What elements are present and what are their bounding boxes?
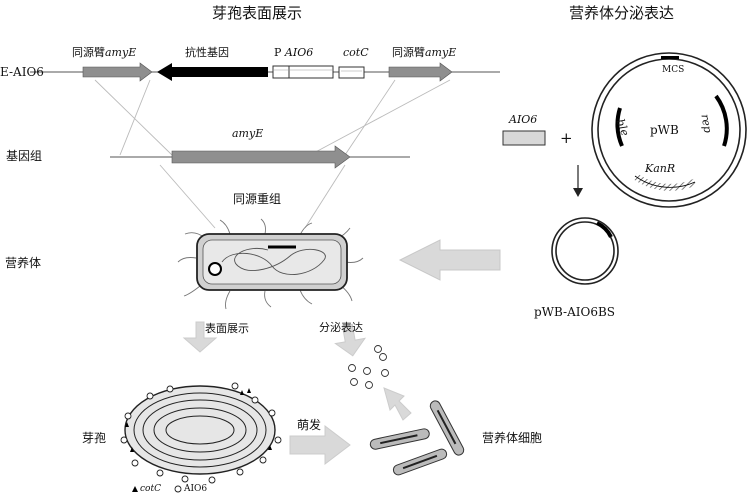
- aio6-fragment: [502, 130, 546, 146]
- crossover-lines: [94, 79, 451, 229]
- secretion-arrow: [334, 323, 367, 357]
- pwb-plasmid: [591, 52, 747, 208]
- genome-amye-arrow: [171, 145, 351, 169]
- aio6-box: [272, 65, 334, 79]
- plasmid-in-cell: [208, 262, 222, 276]
- surface-display-arrow: [182, 321, 218, 353]
- rep-label: rep: [698, 113, 715, 134]
- plus-sign: +: [560, 129, 573, 147]
- resistance-gene-arrow: [157, 63, 268, 81]
- left-homology-arm-arrow: [82, 62, 153, 82]
- right-homology-arm-arrow: [388, 62, 453, 82]
- legend-aio6-marker: [174, 485, 182, 493]
- cotc-label: cotC: [343, 46, 369, 59]
- chromosome: [221, 248, 326, 275]
- vegetative-row-label: 营养体: [5, 256, 42, 270]
- spore-surface-aio6: [120, 382, 282, 484]
- recombination-label: 同源重组: [233, 192, 282, 206]
- vegetative-rods: [369, 400, 465, 476]
- kanr-label: KanR: [645, 162, 676, 175]
- title-spore-display: 芽孢表面展示: [212, 4, 303, 22]
- legend-aio6-label: AIO6: [184, 484, 208, 494]
- genome-row-label: 基因组: [6, 149, 43, 163]
- spore-surface-cotc: [125, 388, 272, 452]
- spore-label: 芽孢: [82, 431, 107, 445]
- product-plasmid-label: pWB-AIO6BS: [534, 305, 616, 319]
- germination-label: 萌发: [297, 418, 322, 432]
- spore: [124, 385, 276, 475]
- right-homology-label: 同源臂amyE: [392, 46, 457, 59]
- pwb-aio6bs-plasmid: [551, 217, 619, 285]
- aio6-fragment-label: AIO6: [509, 113, 538, 126]
- title-vegetative-secretion: 营养体分泌表达: [569, 4, 675, 22]
- vegetative-cells-label: 营养体细胞: [482, 431, 543, 445]
- germination-arrow: [289, 424, 351, 466]
- secretion-up-arrow: [383, 387, 412, 421]
- pwb-label: pWB: [650, 123, 679, 137]
- legend-cotc-marker: [132, 486, 138, 492]
- secretion-label: 分泌表达: [319, 321, 363, 334]
- resistance-gene-label: 抗性基因: [185, 46, 229, 59]
- transform-arrow: [398, 239, 501, 281]
- left-homology-label: 同源臂amyE: [72, 46, 137, 59]
- legend-cotc-label: cotC: [140, 484, 161, 494]
- mcs-label: MCS: [662, 65, 685, 75]
- cotc-box: [338, 66, 365, 79]
- construct-name: E-AIO6: [0, 65, 44, 79]
- genome-amye-label: amyE: [232, 127, 264, 140]
- promoter-aio6-label: P AIO6: [274, 46, 314, 59]
- surface-display-label: 表面展示: [205, 322, 249, 335]
- secreted-aio6: [348, 345, 389, 389]
